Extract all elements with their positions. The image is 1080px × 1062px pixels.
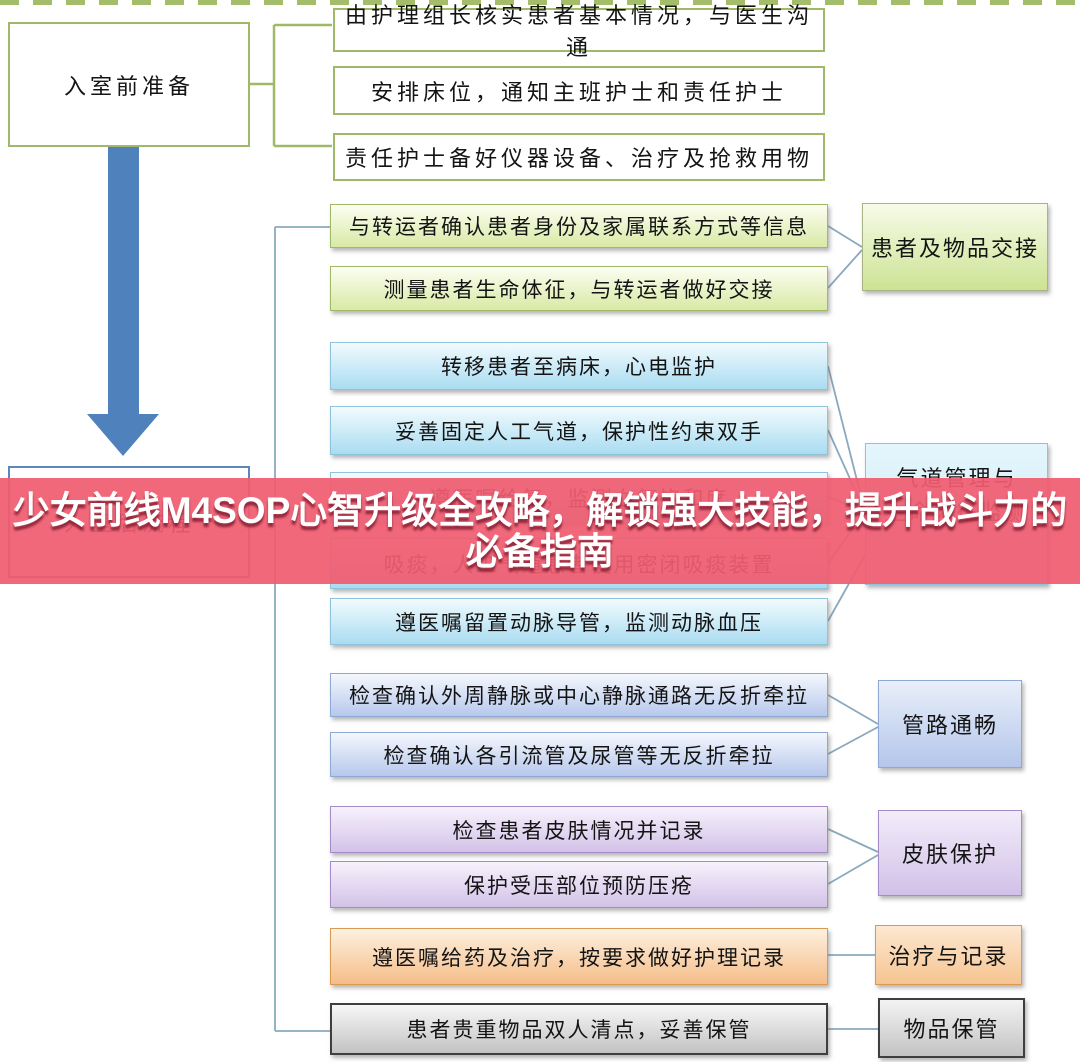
group-label-text: 患者及物品交接 <box>870 236 1039 261</box>
group-label-text: 管路通畅 <box>901 713 998 738</box>
post-step-lines-2: 检查确认各引流管及尿管等无反折牵拉 <box>330 732 828 777</box>
post-step-treatment-1: 遵医嘱给药及治疗，按要求做好护理记录 <box>330 928 828 985</box>
group-label-text: 治疗与记录 <box>888 944 1009 969</box>
pre-step-2-text: 安排床位，通知主班护士和责任护士 <box>370 79 787 105</box>
group-label-skin: 皮肤保护 <box>878 810 1022 896</box>
post-step-handover-2: 测量患者生命体征，与转运者做好交接 <box>330 266 828 311</box>
post-step-airway-1: 转移患者至病床，心电监护 <box>330 342 828 390</box>
stage-pre-entry: 入室前准备 <box>8 22 250 147</box>
post-step-airway-5: 遵医嘱留置动脉导管，监测动脉血压 <box>330 598 828 645</box>
pre-step-1-text: 由护理组长核实患者基本情况，与医生沟通 <box>344 3 813 60</box>
post-step-text: 妥善固定人工气道，保护性约束双手 <box>395 419 763 444</box>
group-label-text: 物品保管 <box>903 1017 1000 1042</box>
pre-step-3-text: 责任护士备好仪器设备、治疗及抢救用物 <box>344 146 813 171</box>
post-step-text: 保护受压部位预防压疮 <box>464 873 694 898</box>
post-step-text: 检查患者皮肤情况并记录 <box>452 818 706 843</box>
post-step-handover-1: 与转运者确认患者身份及家属联系方式等信息 <box>330 204 828 248</box>
group-label-belongings: 物品保管 <box>878 998 1025 1058</box>
group-label-text: 皮肤保护 <box>901 842 998 867</box>
post-step-text: 检查确认各引流管及尿管等无反折牵拉 <box>383 743 775 768</box>
pre-step-1: 由护理组长核实患者基本情况，与医生沟通 <box>333 3 825 60</box>
post-step-text: 检查确认外周静脉或中心静脉通路无反折牵拉 <box>349 684 809 708</box>
post-step-skin-1: 检查患者皮肤情况并记录 <box>330 806 828 853</box>
stage-pre-entry-label: 入室前准备 <box>63 73 194 99</box>
post-step-text: 与转运者确认患者身份及家属联系方式等信息 <box>349 215 809 239</box>
post-step-lines-1: 检查确认外周静脉或中心静脉通路无反折牵拉 <box>330 673 828 717</box>
promo-title-line1: 少女前线M4SOP心智升级全攻略，解锁强大技能，提升战斗力的 <box>12 490 1068 531</box>
post-step-skin-2: 保护受压部位预防压疮 <box>330 861 828 908</box>
post-step-text: 转移患者至病床，心电监护 <box>441 355 717 379</box>
down-arrow-head <box>87 414 159 456</box>
group-label-treatment: 治疗与记录 <box>875 925 1022 985</box>
post-step-text: 遵医嘱留置动脉导管，监测动脉血压 <box>395 610 763 635</box>
post-step-text: 遵医嘱给药及治疗，按要求做好护理记录 <box>372 945 786 970</box>
post-step-airway-2: 妥善固定人工气道，保护性约束双手 <box>330 406 828 455</box>
post-step-text: 患者贵重物品双人清点，妥善保管 <box>406 1018 752 1042</box>
down-arrow-shaft <box>108 147 139 415</box>
promo-title-banner: 少女前线M4SOP心智升级全攻略，解锁强大技能，提升战斗力的 必备指南 <box>0 478 1080 584</box>
promo-title-line2: 必备指南 <box>466 531 614 572</box>
post-step-text: 测量患者生命体征，与转运者做好交接 <box>383 277 775 302</box>
section-divider-dashed-line <box>0 0 1080 5</box>
group-label-lines: 管路通畅 <box>878 680 1022 768</box>
pre-step-2: 安排床位，通知主班护士和责任护士 <box>333 66 825 115</box>
post-step-belongings-1: 患者贵重物品双人清点，妥善保管 <box>330 1003 828 1055</box>
group-label-handover: 患者及物品交接 <box>862 203 1048 291</box>
pre-step-3: 责任护士备好仪器设备、治疗及抢救用物 <box>333 133 825 181</box>
